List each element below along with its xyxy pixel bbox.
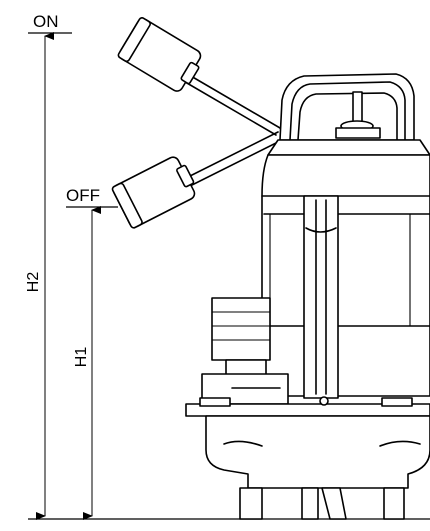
flange-plate xyxy=(185,396,430,417)
side-outlet xyxy=(201,297,289,405)
off-label: OFF xyxy=(66,186,100,205)
pump-legs xyxy=(239,487,405,520)
motor-housing xyxy=(261,154,430,397)
float-lower-off xyxy=(111,156,196,229)
on-label: ON xyxy=(33,12,59,31)
motor-cap xyxy=(279,73,415,141)
dimension-annotations: ON OFF H2 H1 xyxy=(25,12,430,520)
float-rod-lower xyxy=(175,131,283,192)
h2-label: H2 xyxy=(25,272,42,293)
pump-casing xyxy=(205,415,430,489)
cable-pipe xyxy=(303,195,339,399)
pump-body xyxy=(185,73,430,520)
float-rod-upper xyxy=(179,71,281,136)
float-upper-on xyxy=(117,17,202,92)
shoulder-ring xyxy=(267,139,430,156)
float-switch xyxy=(111,17,283,229)
h1-label: H1 xyxy=(73,347,90,368)
